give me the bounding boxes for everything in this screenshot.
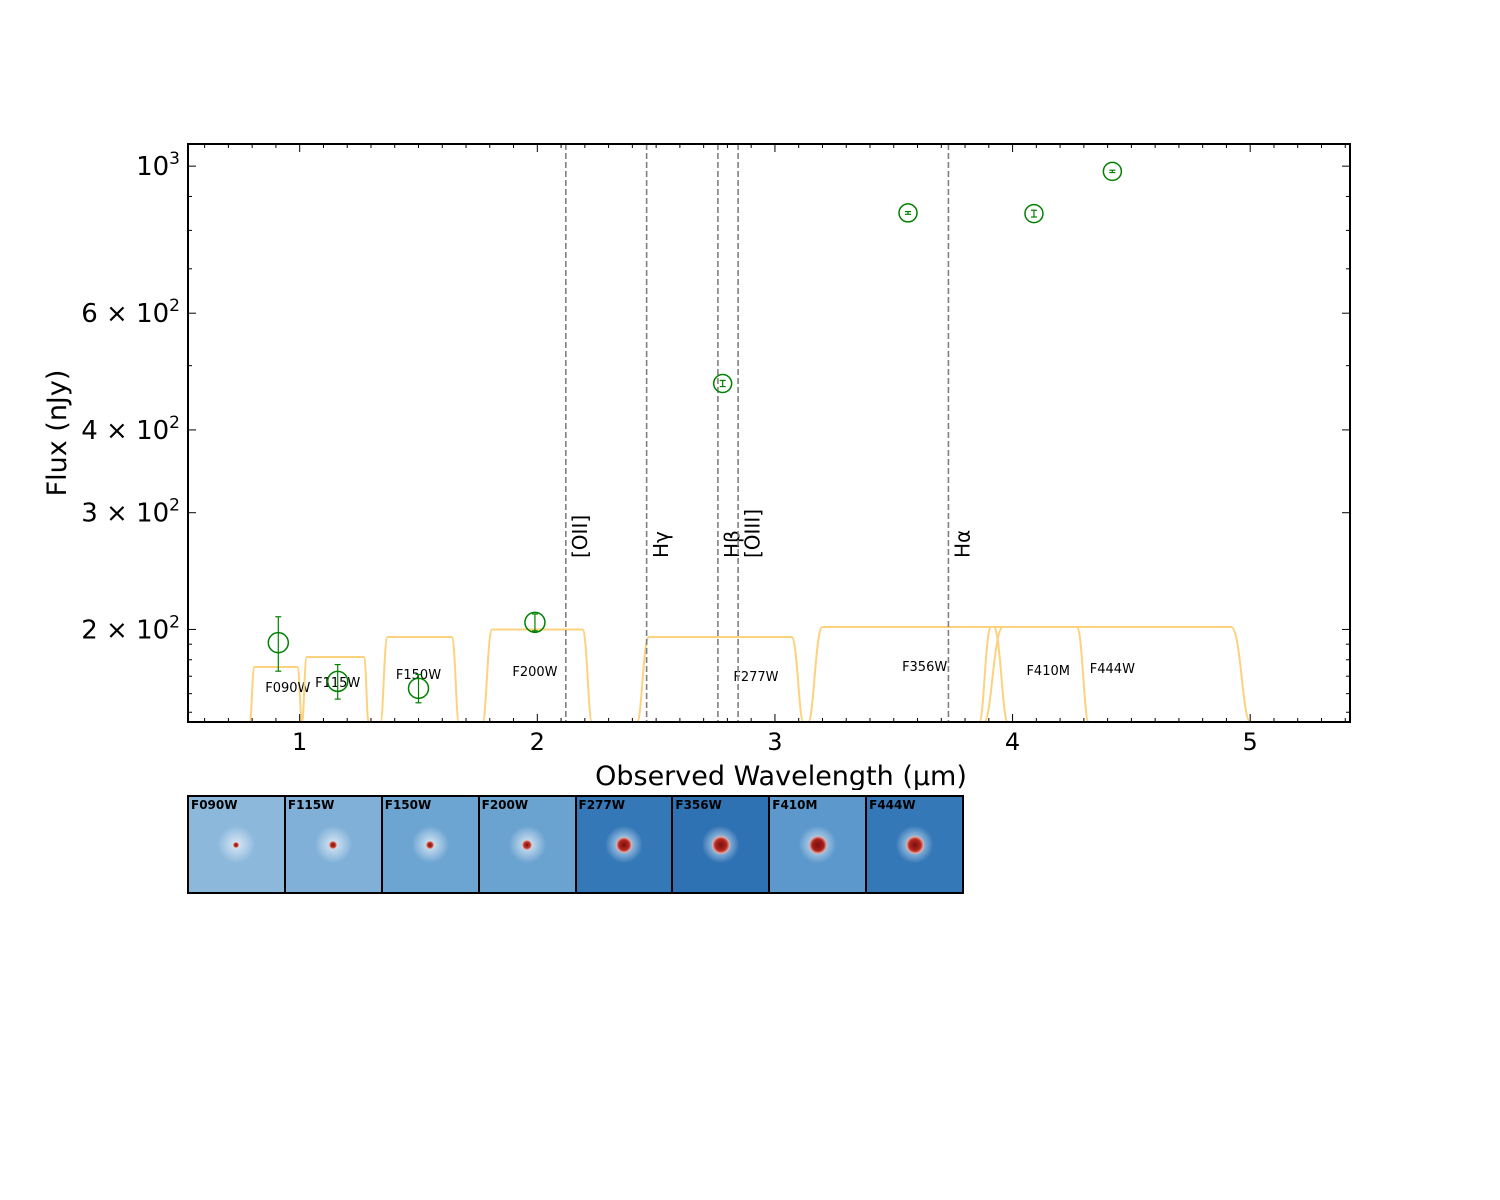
cutout-source (522, 839, 533, 850)
point-F200W (524, 611, 546, 634)
cutout-label: F115W (287, 798, 335, 812)
cutout-label: F090W (191, 798, 238, 812)
cutout-F115W: F115W (285, 797, 383, 892)
point-F410M (1024, 203, 1044, 224)
cutout-F277W: F277W (576, 797, 674, 892)
plot-frame (187, 143, 1351, 723)
x-tick-label-4: 4 (1005, 728, 1020, 756)
y-tick-label: 103 (136, 149, 180, 182)
y-axis-label: Flux (nJy) (42, 370, 73, 497)
cutout-source (808, 835, 827, 854)
cutout-source (615, 836, 632, 853)
cutout-source (905, 835, 924, 854)
cutout-label: F356W (675, 798, 722, 812)
cutout-source (711, 835, 730, 854)
emission-label-4: Hα (951, 530, 975, 558)
y-tick-label: 4 × 102 (81, 413, 180, 446)
y-tick-label: 3 × 102 (81, 496, 180, 529)
x-tick-label-3: 3 (767, 728, 782, 756)
cutout-label: F277W (578, 798, 625, 812)
cutout-label: F444W (869, 798, 916, 812)
emission-label-1: Hγ (649, 531, 673, 558)
point-F444W (1102, 161, 1123, 182)
filter-label-F410M: F410M (1026, 664, 1070, 679)
filter-label-F444W: F444W (1090, 662, 1135, 677)
cutout-F444W: F444W (867, 797, 962, 892)
point-F356W (898, 203, 918, 223)
y-tick-label: 2 × 102 (81, 612, 180, 645)
point-F090W (267, 631, 290, 654)
x-tick-label-5: 5 (1243, 728, 1258, 756)
point-F115W (326, 670, 349, 693)
emission-label-3: [OIII] (740, 509, 764, 558)
cutout-strip: F090W F115W F150W F200W F277W F356W F410M F444W (187, 795, 964, 894)
point-F277W (712, 373, 733, 394)
filter-label-F277W: F277W (733, 670, 778, 685)
filter-curve-F277W (636, 636, 805, 723)
cutout-F150W: F150W (382, 797, 480, 892)
emission-label-2: Hβ (720, 530, 744, 558)
cutout-source (233, 841, 240, 848)
cutout-F090W: F090W (189, 797, 286, 892)
filter-curve-F444W (983, 626, 1252, 723)
cutout-source (329, 840, 338, 849)
cutout-F200W: F200W (479, 797, 577, 892)
x-tick-label-1: 1 (292, 728, 307, 756)
filter-label-F090W: F090W (265, 681, 310, 696)
cutout-F356W: F356W (673, 797, 771, 892)
cutout-label: F150W (384, 798, 432, 812)
cutout-source (426, 840, 435, 849)
filter-label-F200W: F200W (512, 665, 557, 680)
cutout-label: F200W (481, 798, 529, 812)
cutout-F410M: F410M (770, 797, 868, 892)
filter-label-F356W: F356W (902, 660, 947, 675)
cutout-label: F410M (772, 798, 818, 812)
filter-curve-F356W (807, 626, 1009, 723)
x-axis-label: Observed Wavelength (μm) (595, 761, 967, 790)
x-tick-label-2: 2 (530, 728, 545, 756)
point-F150W (407, 677, 430, 700)
filter-curve-F150W (379, 636, 460, 723)
filter-curve-F200W (481, 628, 593, 723)
y-tick-label: 6 × 102 (81, 296, 180, 329)
filter-curve-F115W (301, 656, 370, 723)
filter-curve-F090W (248, 666, 304, 723)
emission-label-0: [OII] (568, 515, 592, 558)
